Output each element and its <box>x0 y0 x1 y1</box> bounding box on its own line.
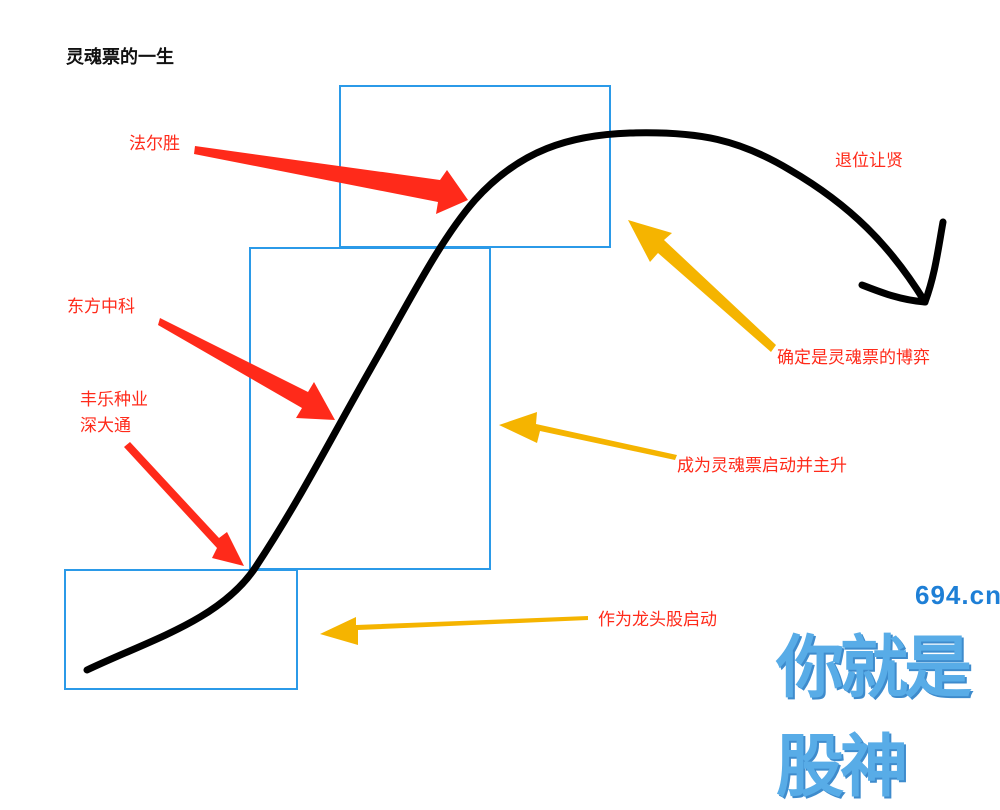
orange-arrow-peak <box>628 220 776 352</box>
life-curve <box>83 129 929 674</box>
label-stock-top: 法尔胜 <box>129 134 180 154</box>
diagram-canvas: 灵魂票的一生 法尔胜 东方中科 丰乐种业 深大通 退位让贤 确定是灵魂票的博弈 … <box>64 47 1000 807</box>
stage-box-start <box>64 569 298 690</box>
red-arrow-bottom <box>124 442 244 566</box>
diagram-title: 灵魂票的一生 <box>66 47 174 68</box>
label-stock-middle: 东方中科 <box>67 297 135 317</box>
label-stock-bottom-1: 丰乐种业 <box>80 390 148 410</box>
orange-arrow-start <box>320 616 588 645</box>
label-stage-rise: 成为灵魂票启动并主升 <box>677 456 847 476</box>
label-stage-retire: 退位让贤 <box>835 151 903 171</box>
red-arrow-middle <box>158 318 335 420</box>
watermark-site: 694.cn <box>915 580 1000 610</box>
watermark-logo-text: 你就是股神 <box>776 629 972 807</box>
label-stock-bottom-2: 深大通 <box>80 416 131 436</box>
orange-arrow-rise <box>499 412 677 460</box>
diagram-shapes <box>83 129 947 674</box>
red-arrow-top <box>194 146 468 214</box>
label-stage-peak: 确定是灵魂票的博弈 <box>777 348 930 368</box>
curve-arrowhead <box>858 218 947 306</box>
label-stage-start: 作为龙头股启动 <box>598 610 717 630</box>
stage-box-rise <box>249 247 491 570</box>
